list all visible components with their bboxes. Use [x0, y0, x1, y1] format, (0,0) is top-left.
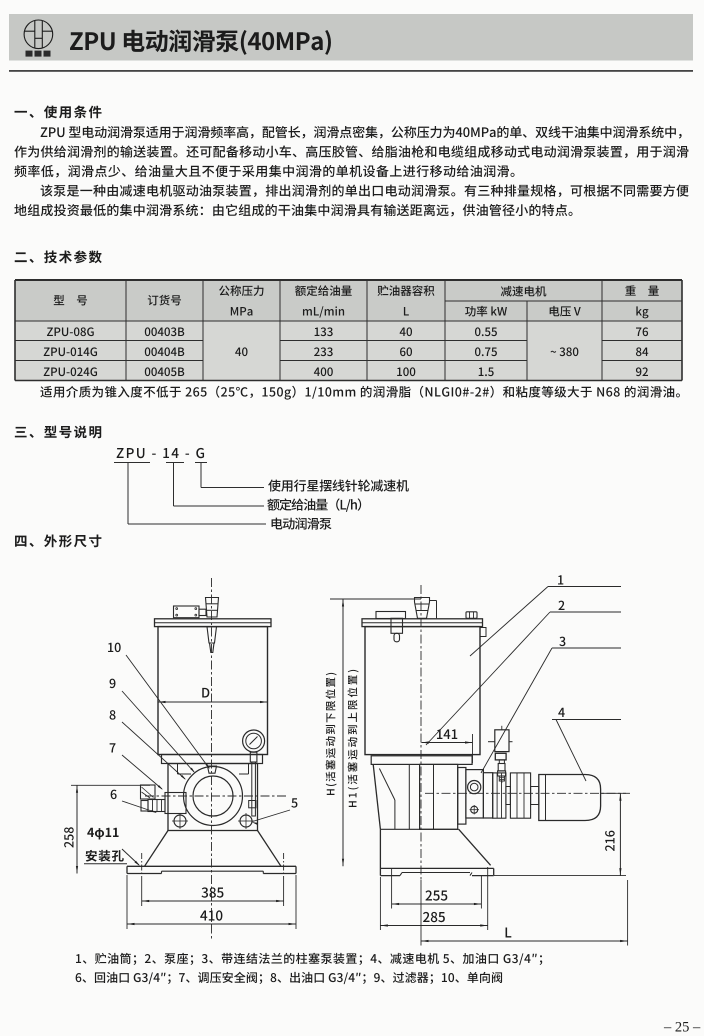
svg-text:– 25 –: – 25 –: [663, 1020, 701, 1036]
